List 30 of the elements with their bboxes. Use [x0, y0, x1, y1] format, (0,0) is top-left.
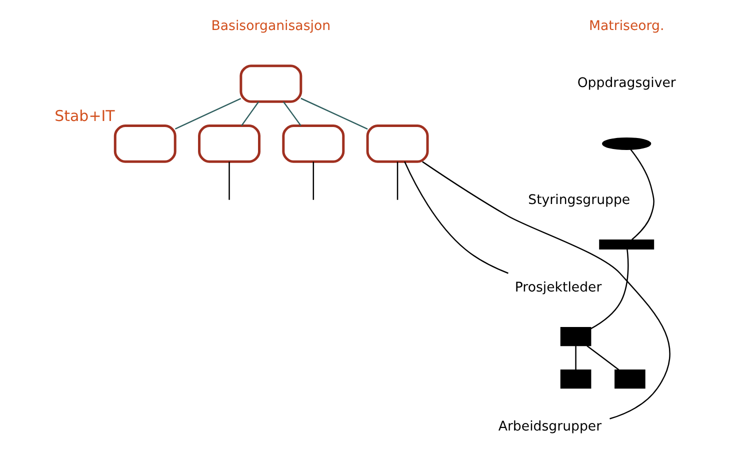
- node-box: [198, 124, 260, 163]
- connector: [586, 345, 619, 370]
- node-bar: [598, 240, 654, 250]
- connector: [300, 98, 368, 130]
- node-box: [239, 64, 302, 103]
- node-ellipse: [602, 137, 651, 150]
- node-text: Styringsgruppe: [528, 192, 630, 208]
- node-box: [560, 369, 591, 389]
- connector: [312, 162, 314, 200]
- node-box: [282, 124, 344, 163]
- connector: [422, 161, 670, 420]
- connector: [396, 162, 398, 200]
- node-label: Stab+IT: [54, 107, 114, 126]
- connector: [240, 101, 259, 126]
- node-text: Prosjektleder: [514, 280, 602, 296]
- connector: [590, 249, 628, 330]
- connector: [574, 346, 576, 370]
- node-box: [560, 326, 591, 346]
- node-text: Oppdragsgiver: [576, 76, 676, 91]
- label: Matriseorg.: [588, 18, 664, 34]
- connector: [228, 162, 230, 200]
- connector: [174, 98, 241, 130]
- node-text: Arbeidsgrupper: [498, 420, 602, 435]
- connector: [282, 101, 301, 126]
- connector: [630, 149, 654, 240]
- connector: [404, 161, 508, 274]
- node-box: [614, 369, 645, 389]
- label: Basisorganisasjon: [210, 18, 330, 34]
- node-box: [366, 124, 428, 163]
- node-box: [113, 124, 176, 163]
